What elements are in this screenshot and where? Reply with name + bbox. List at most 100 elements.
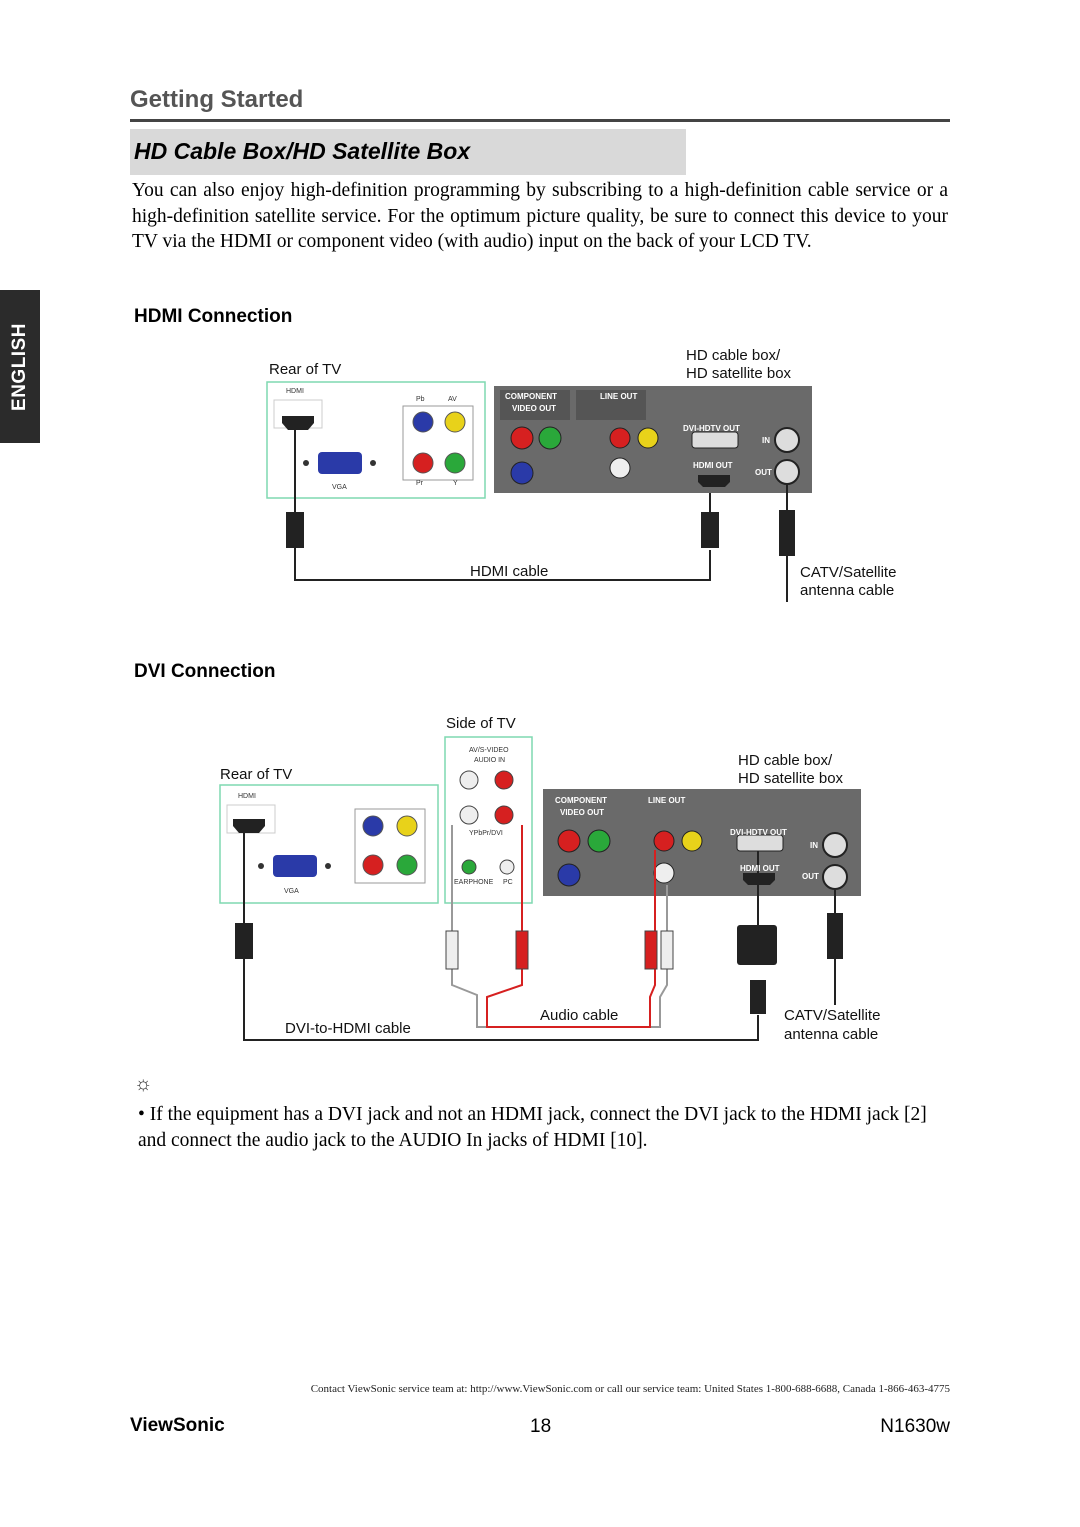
dvi-vga-screw-right (325, 863, 331, 869)
side-dvi-audio-r-jack (494, 805, 514, 825)
dvi-hdmi-out-label: HDMI OUT (740, 864, 780, 873)
footer-brand: ViewSonic (130, 1415, 225, 1436)
pr-label: Pr (416, 480, 423, 487)
box-video-jack (637, 427, 659, 449)
dvi-hd-box-label-2: HD satellite box (738, 770, 844, 787)
dvi-component-jack-group (354, 808, 426, 884)
dvi-tv-pb-jack (362, 815, 384, 837)
box-antenna-out (774, 459, 800, 485)
dvi-hdmi-cable-label: DVI-to-HDMI cable (285, 1020, 411, 1037)
av-label: AV (448, 396, 457, 403)
av-svideo-label: AV/S-VIDEO (469, 747, 509, 754)
model-number: N1630w (880, 1416, 950, 1437)
box-antenna-in (774, 427, 800, 453)
dvi-box-dvi-port (736, 834, 784, 852)
tv-pr-jack (412, 452, 434, 474)
side-audio-r-jack (494, 770, 514, 790)
tv-pb-jack (412, 411, 434, 433)
dvi-vga-port-label: VGA (284, 888, 299, 895)
pc-label: PC (503, 879, 513, 886)
dvi-catv-label-1: CATV/Satellite (784, 1007, 881, 1024)
side-audio-in-label: AUDIO IN (474, 757, 506, 764)
dvi-box-antenna-in (822, 832, 848, 858)
language-label: ENGLISH (9, 322, 30, 411)
audio-plug-red-box (644, 930, 658, 970)
vga-screw-right (370, 460, 376, 466)
component-label: COMPONENT (505, 392, 557, 401)
tv-y-jack (444, 452, 466, 474)
dvi-note-text: • If the equipment has a DVI jack and no… (138, 1104, 927, 1151)
dvi-connection-diagram (219, 736, 861, 1041)
hdmi-plug-box (701, 512, 719, 548)
y-label: Y (453, 480, 458, 487)
hdmi-hd-box-label-1: HD cable box/ (686, 347, 781, 364)
hdmi-cable-label: HDMI cable (470, 563, 549, 580)
audio-cable-label: Audio cable (540, 1007, 619, 1024)
line-out-label: LINE OUT (600, 392, 638, 401)
hdmi-catv-label-2: antenna cable (800, 582, 895, 599)
dvi-component-label: COMPONENT (555, 796, 607, 805)
box-dvi-port (691, 431, 739, 449)
antenna-out-label: OUT (755, 468, 772, 477)
sun-tip-icon: ☼ (134, 1073, 153, 1095)
section-title: Getting Started (130, 86, 304, 113)
intro-paragraph: You can also enjoy high-definition progr… (132, 180, 948, 252)
hdmi-port-label: HDMI (286, 388, 304, 395)
hdmi-connection-heading: HDMI Connection (134, 306, 293, 327)
dvi-box-y-jack (587, 829, 611, 853)
hdmi-hd-box-label-2: HD satellite box (686, 365, 792, 382)
dvi-connection-heading: DVI Connection (134, 661, 276, 682)
dvi-box-pr-jack (557, 829, 581, 853)
audio-plug-white-tv (445, 930, 459, 970)
hdmi-rear-of-tv-label: Rear of TV (269, 361, 342, 378)
dvi-antenna-plug (827, 913, 843, 959)
dvi-catv-label-2: antenna cable (784, 1026, 879, 1043)
dvi-box-pb-jack (557, 863, 581, 887)
earphone-label: EARPHONE (454, 879, 494, 886)
ypbpr-dvi-label: YPbPr/DVI (469, 830, 503, 837)
antenna-in-label: IN (762, 436, 770, 445)
dvi-rear-of-tv-label: Rear of TV (220, 766, 293, 783)
audio-plug-red-tv (515, 930, 529, 970)
hdmi-plug-stems (294, 493, 711, 512)
dvi-plug-box (737, 925, 777, 965)
dvi-hdmi-port-label: HDMI (238, 793, 256, 800)
pb-label: Pb (416, 396, 425, 403)
audio-plug-white-box (660, 930, 674, 970)
hdmi-out-label: HDMI OUT (693, 461, 733, 470)
audio-cable-red (486, 825, 656, 1028)
language-side-tab: ENGLISH (0, 290, 40, 443)
page-subtitle: HD Cable Box/HD Satellite Box (134, 138, 471, 164)
dvi-line-out-label: LINE OUT (648, 796, 686, 805)
antenna-plug (779, 510, 795, 556)
dvi-box-antenna-out (822, 864, 848, 890)
box-hdmi-port (698, 475, 730, 487)
earphone-jack (461, 859, 477, 875)
box-y-jack (538, 426, 562, 450)
pc-audio-jack (499, 859, 515, 875)
dvi-hdmi-plug-tv (235, 923, 253, 959)
video-out-label: VIDEO OUT (512, 404, 557, 413)
dvi-hdtv-out-label: DVI-HDTV OUT (683, 424, 740, 433)
dvi-side-of-tv-label: Side of TV (446, 715, 516, 732)
dvi-dvi-hdtv-out-label: DVI-HDTV OUT (730, 828, 787, 837)
dvi-vga-screw-left (258, 863, 264, 869)
box-pr-jack (510, 426, 534, 450)
dvi-tv-vga-port (273, 855, 317, 877)
vga-screw-left (303, 460, 309, 466)
dvi-hd-box-label-1: HD cable box/ (738, 752, 833, 769)
dvi-tv-pr-jack (362, 854, 384, 876)
dvi-box-audio-r-jack (653, 830, 675, 852)
dvi-box-audio-l-jack (653, 862, 675, 884)
vga-port-label: VGA (332, 484, 347, 491)
dvi-tv-y-jack (396, 854, 418, 876)
dvi-video-out-label: VIDEO OUT (560, 808, 605, 817)
dvi-antenna-in-label: IN (810, 841, 818, 850)
box-audio-r-jack (609, 427, 631, 449)
dvi-hdmi-cable-line (243, 833, 759, 1041)
dvi-box-video-jack (681, 830, 703, 852)
tv-vga-port (318, 452, 362, 474)
tv-av-jack (444, 411, 466, 433)
tv-side-panel-frame (444, 736, 533, 904)
box-audio-l-jack (609, 457, 631, 479)
